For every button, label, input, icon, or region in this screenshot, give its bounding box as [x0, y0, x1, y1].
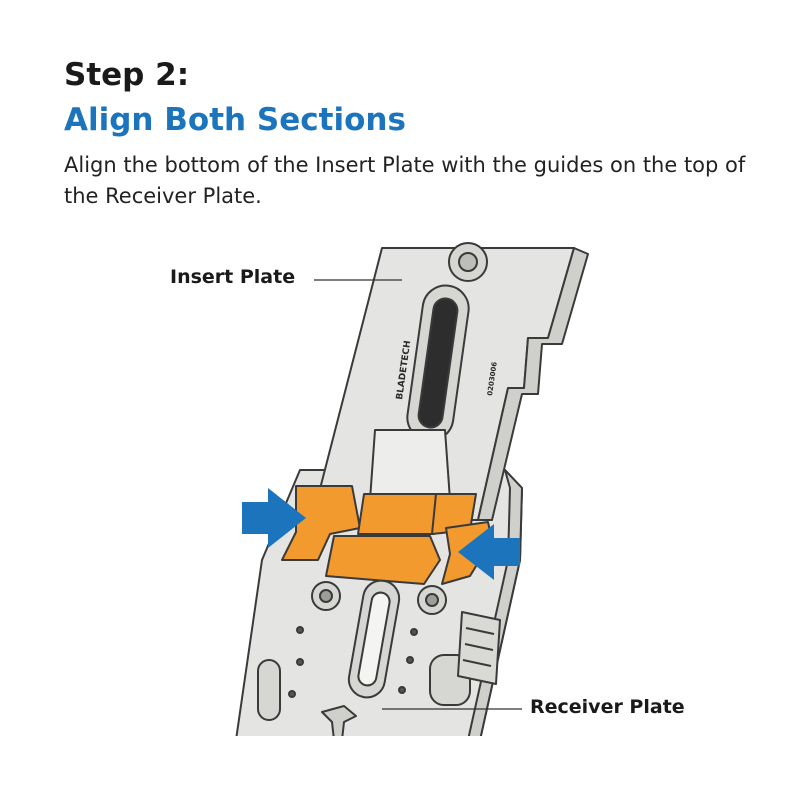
guide-block-lower [325, 535, 441, 585]
alignment-pin [321, 705, 357, 736]
arrow-right-icon [242, 488, 306, 548]
insert-plate-edge [477, 247, 589, 521]
receiver-plate-rim [467, 469, 523, 736]
step-title: Step 2: [64, 57, 190, 93]
step-description: Align the bottom of the Insert Plate wit… [64, 153, 746, 208]
guide-block-upper [357, 493, 437, 535]
insert-plate-tongue [369, 429, 451, 501]
step-subtitle: Align Both Sections [64, 102, 406, 138]
insert-plate-label: Insert Plate [170, 266, 296, 288]
receiver-plate-label: Receiver Plate [530, 696, 685, 718]
arrow-left-icon [458, 524, 520, 580]
guide-rail-left [281, 485, 361, 561]
